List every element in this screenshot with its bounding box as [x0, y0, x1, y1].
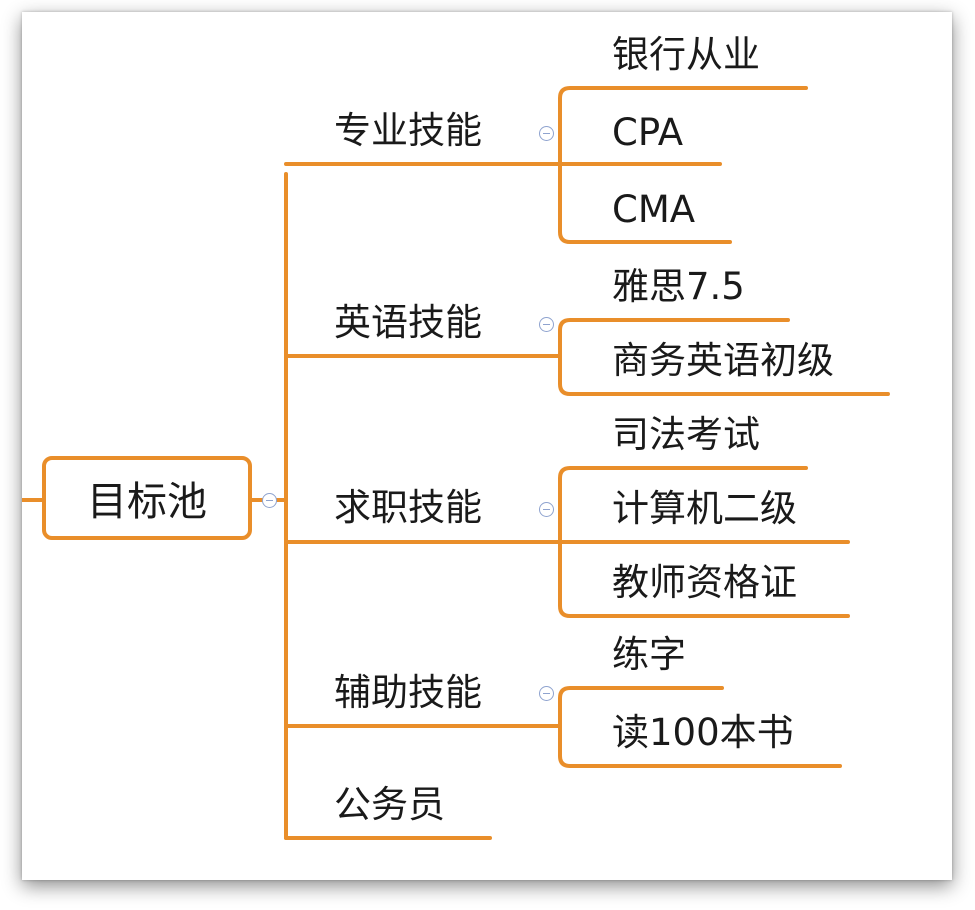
branch-2-collapse-icon[interactable]: [539, 317, 554, 332]
branch-label-3[interactable]: 求职技能: [334, 486, 482, 529]
root-label: 目标池: [87, 479, 207, 525]
branch-3-collapse-icon[interactable]: [539, 502, 554, 517]
root-collapse-icon[interactable]: [262, 493, 277, 508]
root-node[interactable]: 目标池: [42, 456, 252, 540]
leaf-label-3-1[interactable]: 司法考试: [612, 413, 760, 456]
leaf-label-1-1[interactable]: 银行从业: [612, 33, 760, 76]
branch-2-bracket: [558, 318, 890, 396]
branch-4-bracket: [558, 686, 842, 768]
leaf-label-1-3[interactable]: CMA: [612, 188, 696, 231]
branch-1-bracket: [558, 86, 808, 244]
branch-1-collapse-icon[interactable]: [539, 126, 554, 141]
connector-lines: [22, 86, 890, 840]
leaf-label-1-2[interactable]: CPA: [612, 111, 684, 154]
branch-label-5[interactable]: 公务员: [334, 783, 445, 826]
branch-label-2[interactable]: 英语技能: [334, 301, 482, 344]
branch-label-4[interactable]: 辅助技能: [334, 671, 482, 714]
leaf-label-2-1[interactable]: 雅思7.5: [612, 265, 745, 308]
leaf-label-4-2[interactable]: 读100本书: [612, 711, 794, 754]
leaf-label-3-3[interactable]: 教师资格证: [612, 561, 797, 604]
leaf-label-2-2[interactable]: 商务英语初级: [612, 339, 834, 382]
mindmap-canvas: 目标池 专业技能 英语技能 求职技能 辅助技能 公务员 银行从业 CPA CMA…: [22, 12, 952, 880]
branch-label-1[interactable]: 专业技能: [334, 109, 482, 152]
leaf-label-4-1[interactable]: 练字: [612, 633, 686, 676]
branch-3-bracket: [558, 466, 850, 618]
branch-4-collapse-icon[interactable]: [539, 686, 554, 701]
leaf-label-3-2[interactable]: 计算机二级: [612, 487, 797, 530]
